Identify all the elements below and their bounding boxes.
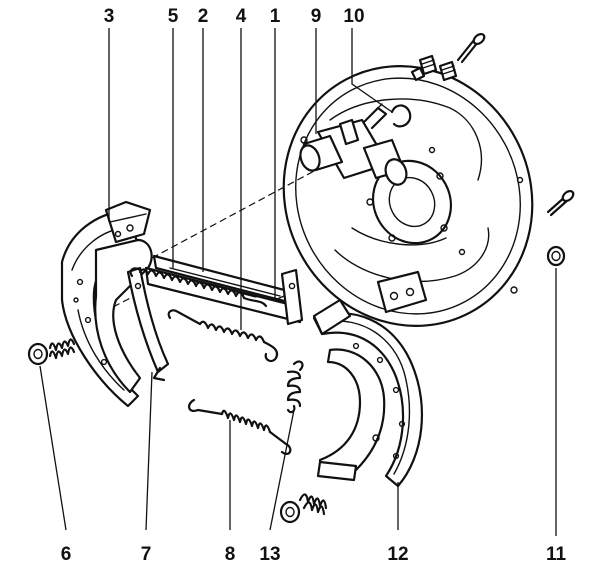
callout-6: 6 xyxy=(61,544,72,565)
callout-1: 1 xyxy=(270,6,281,27)
callout-3: 3 xyxy=(104,6,115,27)
hold-down-spring xyxy=(27,338,76,366)
lower-return-spring xyxy=(188,398,292,455)
callout-9: 9 xyxy=(311,6,322,27)
callout-11: 11 xyxy=(546,544,567,565)
wheel-cylinder xyxy=(299,103,408,186)
leader-lines xyxy=(39,28,557,536)
retaining-bolt-and-nut xyxy=(546,189,575,267)
right-brake-shoe xyxy=(312,298,423,488)
adjuster-strut xyxy=(144,254,304,326)
callout-2: 2 xyxy=(198,6,209,27)
callout-8: 8 xyxy=(225,544,236,565)
callout-5: 5 xyxy=(168,6,179,27)
callout-10: 10 xyxy=(343,6,364,27)
lower-hold-down-spring xyxy=(279,493,328,524)
mounting-bolts xyxy=(410,32,486,82)
callout-7: 7 xyxy=(141,544,152,565)
callout-labels: 3 5 2 4 1 9 10 6 7 8 13 12 11 xyxy=(61,6,567,565)
callout-4: 4 xyxy=(236,6,247,27)
adjuster-spring xyxy=(286,360,304,414)
callout-13: 13 xyxy=(259,544,280,565)
callout-12: 12 xyxy=(387,544,408,565)
handbrake-lever xyxy=(126,266,170,382)
upper-return-spring xyxy=(129,267,268,308)
middle-spring xyxy=(167,309,279,363)
